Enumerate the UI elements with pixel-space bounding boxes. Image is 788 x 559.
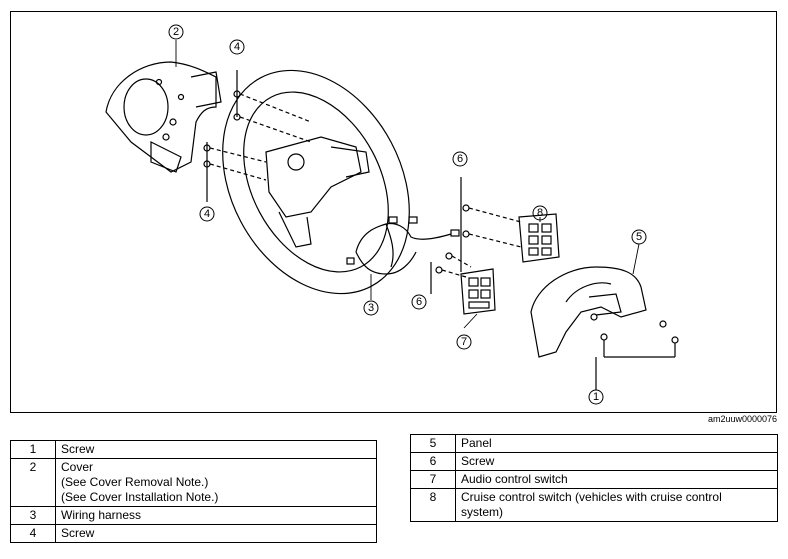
callout-label: 3	[368, 302, 374, 314]
legend-item-number: 8	[410, 488, 456, 522]
callout-4-top	[229, 39, 245, 55]
screws-4	[203, 70, 312, 202]
legend-row: 1 Screw	[10, 440, 377, 459]
callout-label: 5	[636, 231, 642, 243]
callout-3	[363, 300, 379, 316]
callout-label: 6	[416, 296, 422, 308]
legend-description-line: Cruise control switch (vehicles with cru…	[461, 490, 722, 504]
screws-6	[430, 177, 522, 294]
callout-5	[631, 229, 647, 245]
panel-part	[530, 266, 647, 358]
legend-description-line: Audio control switch	[461, 472, 568, 486]
callout-label: 4	[204, 208, 210, 220]
legend-row: 7 Audio control switch	[410, 470, 778, 489]
legend-item-number: 5	[410, 434, 456, 453]
legend-description-line: Screw	[461, 454, 495, 468]
callout-markers	[168, 24, 647, 405]
callout-1	[588, 389, 604, 405]
steering-wheel-illustration: 2 4 4 3 6 8 6 7 5 1	[105, 24, 679, 405]
legend-item-description: Cruise control switch (vehicles with cru…	[455, 488, 778, 522]
legend-description-line: Panel	[461, 436, 492, 450]
legend-item-description: Screw	[455, 452, 778, 471]
legend-item-description: Screw	[55, 440, 377, 459]
exploded-view-diagram: 2 4 4 3 6 8 6 7 5 1	[10, 11, 777, 413]
legend-item-number: 4	[10, 524, 56, 543]
legend-item-number: 3	[10, 506, 56, 525]
callout-label: 4	[234, 41, 240, 53]
legend-item-description: Audio control switch	[455, 470, 778, 489]
legend-item-description: Wiring harness	[55, 506, 377, 525]
callout-4-bottom	[199, 206, 215, 222]
steering-wheel	[222, 69, 410, 295]
callout-6-bottom	[411, 294, 427, 310]
callout-label: 7	[461, 336, 467, 348]
legend-description-line: (See Cover Removal Note.)	[61, 475, 209, 489]
legend-table-right: 5 Panel 6 Screw 7 Audio control switch 8 Cruise…	[410, 434, 778, 522]
cruise-control-switch	[518, 213, 560, 263]
legend-item-number: 6	[410, 452, 456, 471]
legend-row: 6 Screw	[410, 452, 778, 471]
legend-description-line: Screw	[61, 442, 95, 456]
figure-id: am2uuw0000076	[707, 414, 777, 424]
legend-item-number: 1	[10, 440, 56, 459]
legend-item-number: 2	[10, 458, 56, 507]
callout-6-top	[452, 151, 468, 167]
legend-description-line: (See Cover Installation Note.)	[61, 490, 219, 504]
callout-label: 8	[537, 207, 543, 219]
callout-7	[456, 334, 472, 350]
legend-row: 3 Wiring harness	[10, 506, 377, 525]
legend-description-line: system)	[461, 505, 503, 519]
callout-2	[168, 24, 184, 40]
legend-description-line: Screw	[61, 526, 95, 540]
legend-description-line: Wiring harness	[61, 508, 142, 522]
legend-item-description: Panel	[455, 434, 778, 453]
audio-control-switch	[460, 268, 496, 315]
callout-label: 1	[593, 391, 599, 403]
screws-1	[590, 313, 679, 390]
legend-item-number: 7	[410, 470, 456, 489]
callout-8	[532, 205, 548, 221]
callout-label: 6	[457, 153, 463, 165]
legend-row: 5 Panel	[410, 434, 778, 453]
legend-row: 8 Cruise control switch (vehicles with cr…	[410, 488, 778, 522]
leader-lines	[175, 40, 640, 329]
legend-description-line: Cover	[61, 460, 94, 474]
legend-item-description: Cover(See Cover Removal Note.)(See Cover…	[55, 458, 377, 507]
cover-part	[105, 61, 222, 173]
legend-item-description: Screw	[55, 524, 377, 543]
callout-label: 2	[173, 26, 179, 38]
legend-row: 4 Screw	[10, 524, 377, 543]
wiring-harness	[346, 216, 460, 275]
